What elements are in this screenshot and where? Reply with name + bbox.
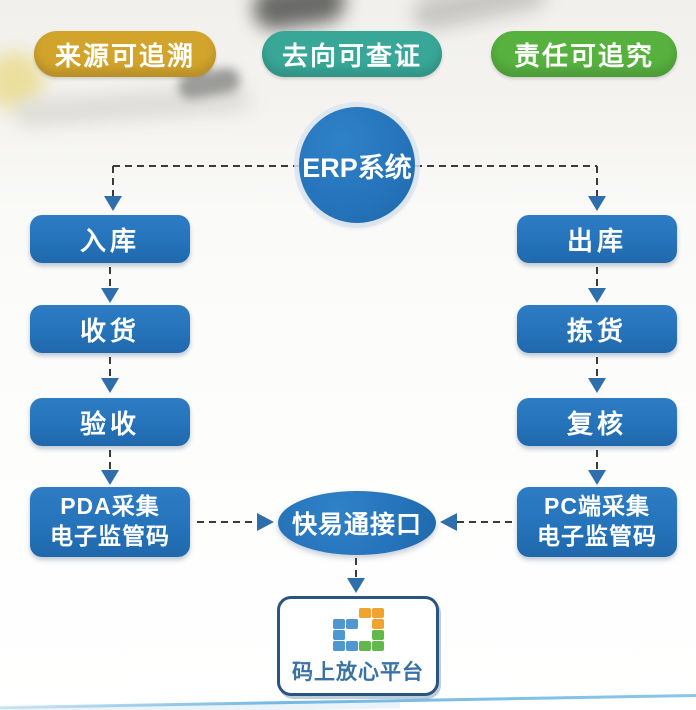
- dashed-connector-erp-to-inbound: [112, 166, 114, 196]
- arrowhead-down-icon: [588, 470, 606, 485]
- arrowhead-down-icon: [101, 470, 119, 485]
- arrowhead-down-icon: [104, 196, 122, 211]
- background-blur-shape: [409, 0, 550, 34]
- node-picking: 拣货: [517, 305, 677, 353]
- node-receiving: 收货: [30, 305, 190, 353]
- dashed-connector: [109, 357, 111, 378]
- qr-brackets-logo-icon: [332, 608, 384, 651]
- dashed-connector: [109, 450, 111, 470]
- dashed-connector-pc-to-interface: [457, 521, 515, 523]
- arrowhead-down-icon: [588, 288, 606, 303]
- node-inbound: 入库: [30, 215, 190, 263]
- badge-source-traceable: 来源可追溯: [34, 31, 216, 77]
- node-pc-capture-line2: 电子监管码: [537, 523, 657, 549]
- dashed-connector-erp-to-outbound: [596, 166, 598, 196]
- arrowhead-down-icon: [101, 288, 119, 303]
- dashed-connector-erp-left: [113, 165, 299, 167]
- badge-destination-verifiable: 去向可查证: [262, 31, 442, 77]
- dashed-connector-interface-to-platform: [355, 558, 357, 578]
- arrowhead-down-icon: [588, 196, 606, 211]
- dashed-connector: [109, 267, 111, 288]
- node-kuaiyitong-interface: 快易通接口: [278, 491, 436, 555]
- dashed-connector-erp-right: [415, 165, 597, 167]
- badge-responsibility-accountable: 责任可追究: [491, 31, 677, 77]
- dashed-connector: [596, 357, 598, 378]
- node-erp-system: ERP系统: [299, 107, 415, 223]
- dashed-connector: [596, 267, 598, 288]
- arrowhead-right-icon: [257, 513, 274, 531]
- arrowhead-down-icon: [101, 378, 119, 393]
- node-pda-capture-line1: PDA采集: [60, 493, 160, 520]
- node-outbound: 出库: [517, 215, 677, 263]
- node-pda-capture: PDA采集 电子监管码: [30, 487, 190, 557]
- node-pda-capture-line2: 电子监管码: [50, 523, 170, 549]
- background-blur-shape: [250, 0, 348, 33]
- node-mashangfangxin-platform: 码上放心平台: [277, 596, 439, 696]
- platform-label: 码上放心平台: [292, 661, 424, 684]
- node-pc-capture: PC端采集 电子监管码: [517, 487, 677, 557]
- arrowhead-down-icon: [588, 378, 606, 393]
- arrowhead-down-icon: [347, 578, 365, 593]
- arrowhead-left-icon: [440, 513, 457, 531]
- node-acceptance: 验收: [30, 398, 190, 446]
- dashed-connector: [596, 450, 598, 470]
- node-recheck: 复核: [517, 398, 677, 446]
- dashed-connector-pda-to-interface: [197, 521, 257, 523]
- node-pc-capture-line1: PC端采集: [544, 493, 650, 520]
